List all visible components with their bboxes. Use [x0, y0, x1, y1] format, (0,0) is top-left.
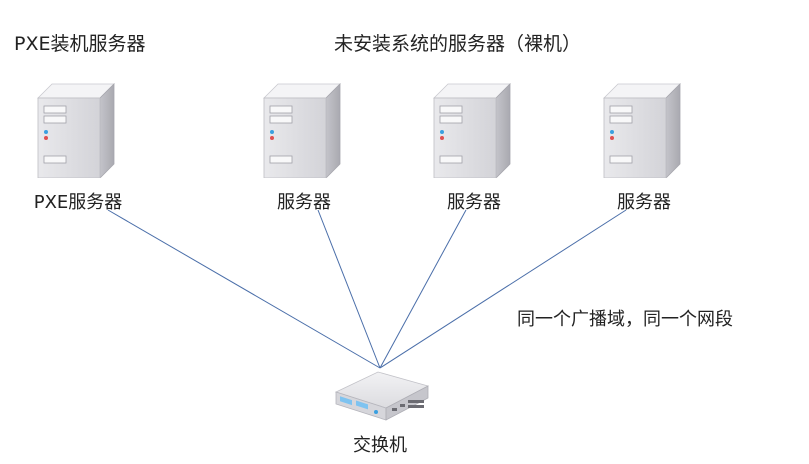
server-icon — [426, 78, 512, 178]
link-s3-switch — [379, 209, 627, 369]
link-pxe-switch — [107, 209, 381, 369]
pxe-server-label: PXE服务器 — [33, 192, 123, 213]
server-icon — [596, 78, 682, 178]
server-label: 服务器 — [277, 192, 331, 213]
pxe-section-title: PXE装机服务器 — [14, 33, 146, 55]
broadcast-domain-note: 同一个广播域，同一个网段 — [517, 309, 733, 330]
server-label: 服务器 — [447, 192, 501, 213]
server-icon — [256, 78, 342, 178]
bare-metal-section-title: 未安装系统的服务器（裸机） — [334, 33, 582, 55]
switch-icon — [334, 371, 430, 421]
pxe-server-icon — [30, 78, 116, 178]
link-s1-switch — [317, 209, 381, 369]
server-label: 服务器 — [617, 192, 671, 213]
switch-label: 交换机 — [353, 435, 407, 456]
link-s2-switch — [379, 209, 467, 369]
